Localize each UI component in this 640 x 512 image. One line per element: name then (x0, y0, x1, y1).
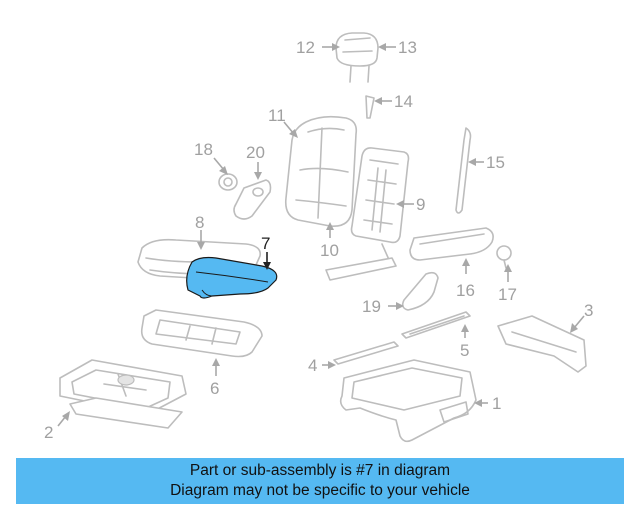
part-7-highlighted (186, 256, 278, 299)
part-trim-strip (455, 127, 472, 214)
caption-line-2: Diagram may not be specific to your vehi… (170, 482, 470, 499)
part-seat-track-base (59, 359, 187, 429)
callout-10: 10 (320, 241, 339, 260)
callout-16: 16 (456, 281, 475, 300)
callout-6: 6 (210, 379, 219, 398)
part-seat-frame (140, 309, 263, 358)
callout-11: 11 (268, 106, 286, 125)
part-seatback-frame (325, 147, 410, 281)
callout-20: 20 (246, 143, 265, 162)
part-armrest (409, 227, 494, 261)
callout-5: 5 (460, 341, 469, 360)
callout-8: 8 (195, 213, 204, 232)
part-side-cover (401, 271, 439, 311)
callout-13: 13 (398, 38, 417, 57)
leader-lines (57, 43, 585, 427)
part-knob (218, 173, 238, 191)
part-lever-cover (233, 179, 272, 220)
callout-19: 19 (362, 297, 381, 316)
part-rail-right (401, 311, 471, 339)
seat-parts-diagram: 12 13 14 11 18 20 15 9 8 7 10 16 17 19 3… (44, 32, 593, 443)
callout-7-highlighted: 7 (261, 234, 270, 253)
callout-17: 17 (498, 285, 517, 304)
callout-2: 2 (44, 423, 53, 442)
part-headrest-guide (365, 95, 375, 119)
caption-banner: Part or sub-assembly is #7 in diagram Di… (16, 458, 624, 504)
part-seat-tub (339, 359, 477, 443)
callout-18: 18 (194, 140, 213, 159)
callout-12: 12 (296, 38, 315, 57)
part-storage-tray (497, 315, 587, 373)
callout-3: 3 (584, 301, 593, 320)
callout-4: 4 (308, 356, 317, 375)
part-headrest (335, 32, 379, 83)
part-clip (496, 245, 512, 269)
caption-line-1: Part or sub-assembly is #7 in diagram (189, 462, 451, 479)
callout-labels: 12 13 14 11 18 20 15 9 8 7 10 16 17 19 3… (44, 38, 593, 442)
callout-15: 15 (486, 153, 505, 172)
part-rail-left (333, 341, 399, 365)
part-seatback-cushion (284, 115, 358, 227)
callout-14: 14 (394, 92, 413, 111)
callout-9: 9 (416, 195, 425, 214)
callout-1: 1 (492, 394, 501, 413)
